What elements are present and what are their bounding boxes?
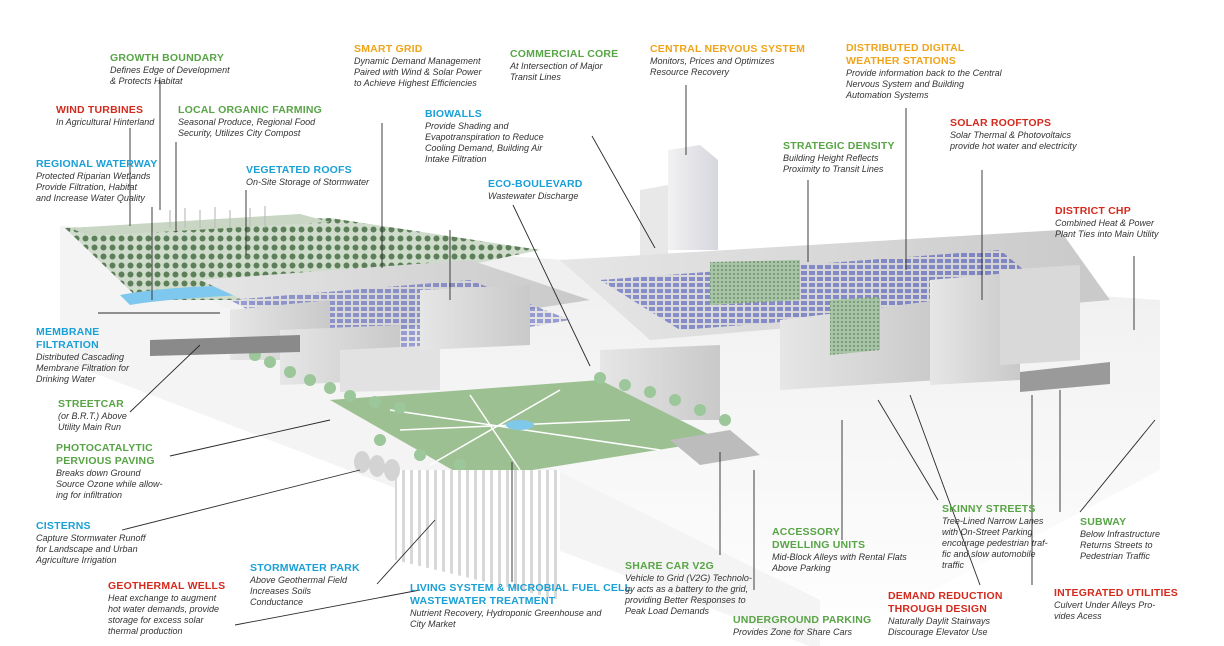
label-title: CENTRAL NERVOUS SYSTEM <box>650 43 806 55</box>
label-title: REGIONAL WATERWAY <box>36 158 158 170</box>
label-cisterns: CISTERNS Capture Stormwater Runoff for L… <box>36 520 146 566</box>
label-desc: Breaks down Ground Source Ozone while al… <box>56 467 163 500</box>
subway-train <box>1020 362 1110 392</box>
label-title: ACCESSORY DWELLING UNITS <box>772 526 866 551</box>
label-desc: Dynamic Demand Management Paired with Wi… <box>354 55 482 88</box>
label-membrane-filtration: MEMBRANE FILTRATION Distributed Cascadin… <box>36 326 129 385</box>
label-desc: Combined Heat & Power Plant Ties into Ma… <box>1055 217 1159 239</box>
label-title: SUBWAY <box>1080 516 1127 528</box>
label-title: STORMWATER PARK <box>250 562 360 574</box>
label-stormwater-park: STORMWATER PARK Above Geothermal Field I… <box>250 562 360 608</box>
label-desc: In Agricultural Hinterland <box>56 116 155 127</box>
label-title: LOCAL ORGANIC FARMING <box>178 104 323 116</box>
label-title: LIVING SYSTEM & MICROBIAL FUEL CELL WAST… <box>410 582 632 607</box>
label-title: SHARE CAR V2G <box>625 560 714 572</box>
label-streetcar: STREETCAR (or B.R.T.) Above Utility Main… <box>58 398 127 433</box>
label-desc: Naturally Daylit Stairways Discourage El… <box>888 615 991 637</box>
label-demand-reduction: DEMAND REDUCTION THROUGH DESIGN Naturall… <box>888 590 1003 638</box>
leader-lines <box>98 80 1156 626</box>
label-desc: Provide Shading and Evapotranspiration t… <box>425 120 544 164</box>
label-eco-boulevard: ECO-BOULEVARD Wastewater Discharge <box>488 178 583 202</box>
label-title: PHOTOCATALYTIC PERVIOUS PAVING <box>56 442 155 467</box>
label-desc: Solar Thermal & Photovoltaics provide ho… <box>950 129 1077 151</box>
label-desc: Defines Edge of Development & Protects H… <box>110 64 230 86</box>
label-title: STRATEGIC DENSITY <box>783 140 895 152</box>
label-title: CISTERNS <box>36 520 91 532</box>
label-desc: Vehicle to Grid (V2G) Technolo- gy acts … <box>625 572 752 616</box>
label-desc: Nutrient Recovery, Hydroponic Greenhouse… <box>410 607 602 629</box>
forest-field <box>65 218 540 300</box>
label-desc: Culvert Under Alleys Pro- vides Acess <box>1054 599 1156 621</box>
label-desc: Wastewater Discharge <box>488 190 579 201</box>
label-subway: SUBWAY Below Infrastructure Returns Stre… <box>1080 516 1160 562</box>
label-growth-boundary: GROWTH BOUNDARY Defines Edge of Developm… <box>110 52 230 87</box>
label-skinny-streets: SKINNY STREETS Tree-Lined Narrow Lanes w… <box>942 503 1048 571</box>
label-biowalls: BIOWALLS Provide Shading and Evapotransp… <box>425 108 544 165</box>
label-desc: Distributed Cascading Membrane Filtratio… <box>36 351 130 384</box>
label-desc: Monitors, Prices and Optimizes Resource … <box>650 55 775 77</box>
label-accessory-dwelling: ACCESSORY DWELLING UNITS Mid-Block Alley… <box>772 526 907 574</box>
label-desc: On-Site Storage of Stormwater <box>246 176 370 187</box>
label-central-nervous-system: CENTRAL NERVOUS SYSTEM Monitors, Prices … <box>650 43 805 78</box>
label-district-chp: DISTRICT CHP Combined Heat & Power Plant… <box>1055 205 1158 240</box>
label-title: DISTRICT CHP <box>1055 205 1131 217</box>
label-weather-stations: DISTRIBUTED DIGITAL WEATHER STATIONS Pro… <box>846 42 1002 101</box>
label-desc: Building Height Reflects Proximity to Tr… <box>783 152 884 174</box>
label-title: SOLAR ROOFTOPS <box>950 117 1052 129</box>
label-solar-rooftops: SOLAR ROOFTOPS Solar Thermal & Photovolt… <box>950 117 1077 152</box>
label-title: STREETCAR <box>58 398 124 410</box>
label-title: DISTRIBUTED DIGITAL WEATHER STATIONS <box>846 42 965 67</box>
label-desc: Tree-Lined Narrow Lanes with On-Street P… <box>942 515 1048 570</box>
label-title: UNDERGROUND PARKING <box>733 614 872 626</box>
label-title: ECO-BOULEVARD <box>488 178 583 190</box>
label-smart-grid: SMART GRID Dynamic Demand Management Pai… <box>354 43 481 89</box>
streetcar <box>150 335 300 356</box>
label-desc: Provide information back to the Central … <box>846 67 1002 100</box>
label-photocatalytic-paving: PHOTOCATALYTIC PERVIOUS PAVING Breaks do… <box>56 442 163 501</box>
label-title: COMMERCIAL CORE <box>510 48 619 60</box>
label-desc: Below Infrastructure Returns Streets to … <box>1080 528 1161 561</box>
cisterns-group <box>354 451 400 481</box>
geothermal-field <box>395 470 560 600</box>
label-desc: Heat exchange to augment hot water deman… <box>108 592 220 636</box>
label-title: MEMBRANE FILTRATION <box>36 326 100 351</box>
label-title: DEMAND REDUCTION THROUGH DESIGN <box>888 590 1003 615</box>
label-title: GEOTHERMAL WELLS <box>108 580 226 592</box>
label-title: WIND TURBINES <box>56 104 144 116</box>
label-title: GROWTH BOUNDARY <box>110 52 225 64</box>
street-trees <box>234 339 731 471</box>
label-commercial-core: COMMERCIAL CORE At Intersection of Major… <box>510 48 618 83</box>
label-integrated-utilities: INTEGRATED UTILITIES Culvert Under Alley… <box>1054 587 1178 622</box>
label-desc: (or B.R.T.) Above Utility Main Run <box>58 410 127 432</box>
label-wind-turbines: WIND TURBINES In Agricultural Hinterland <box>56 104 154 128</box>
label-vegetated-roofs: VEGETATED ROOFS On-Site Storage of Storm… <box>246 164 369 188</box>
label-geothermal-wells: GEOTHERMAL WELLS Heat exchange to augmen… <box>108 580 225 637</box>
label-desc: Above Geothermal Field Increases Soils C… <box>250 574 348 607</box>
label-desc: Provides Zone for Share Cars <box>733 626 853 637</box>
label-title: VEGETATED ROOFS <box>246 164 352 176</box>
label-desc: Seasonal Produce, Regional Food Security… <box>178 116 316 138</box>
central-tower <box>668 145 718 250</box>
label-desc: Mid-Block Alleys with Rental Flats Above… <box>772 551 907 573</box>
label-title: INTEGRATED UTILITIES <box>1054 587 1178 599</box>
label-strategic-density: STRATEGIC DENSITY Building Height Reflec… <box>783 140 895 175</box>
label-desc: Protected Riparian Wetlands Provide Filt… <box>36 170 151 203</box>
label-title: BIOWALLS <box>425 108 483 120</box>
label-local-organic-farming: LOCAL ORGANIC FARMING Seasonal Produce, … <box>178 104 322 139</box>
label-living-system: LIVING SYSTEM & MICROBIAL FUEL CELL WAST… <box>410 582 631 630</box>
label-title: SMART GRID <box>354 43 423 55</box>
wind-turbines-group <box>169 206 266 228</box>
label-desc: Capture Stormwater Runoff for Landscape … <box>36 532 146 565</box>
label-regional-waterway: REGIONAL WATERWAY Protected Riparian Wet… <box>36 158 157 204</box>
label-underground-parking: UNDERGROUND PARKING Provides Zone for Sh… <box>733 614 871 638</box>
label-title: SKINNY STREETS <box>942 503 1036 515</box>
label-share-car: SHARE CAR V2G Vehicle to Grid (V2G) Tech… <box>625 560 752 617</box>
label-desc: At Intersection of Major Transit Lines <box>510 60 603 82</box>
